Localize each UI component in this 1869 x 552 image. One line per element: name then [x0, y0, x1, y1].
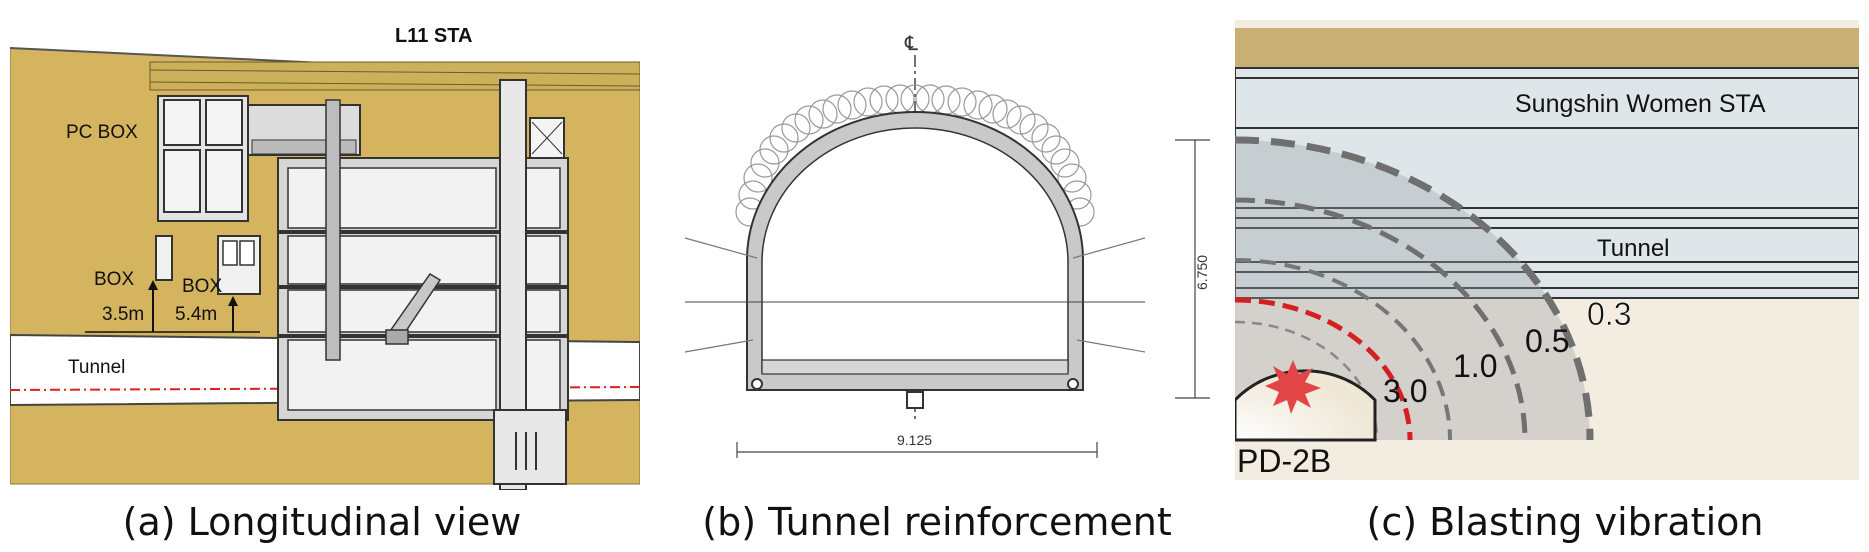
station-label-a: L11 STA — [395, 25, 472, 47]
tunnel-label-a: Tunnel — [68, 357, 125, 378]
contour-label-3-0: 3.0 — [1383, 373, 1427, 409]
contour-label-0-3: 0.3 — [1587, 296, 1631, 332]
surface-layer — [1235, 28, 1859, 68]
panel-longitudinal-view: PC BOX BOX BOX 3.5m 5.4m Tunnel — [10, 0, 640, 490]
contour-0-3 — [1235, 136, 1594, 441]
station-label-c: Sungshin Women STA — [1515, 90, 1766, 118]
height-dim-label: 6.750 — [1194, 255, 1210, 290]
pc-box-structure — [157, 95, 361, 222]
centerline-symbol: ℄ — [904, 33, 918, 55]
caption-c: (c) Blasting vibration — [1366, 500, 1764, 544]
tunnel-section-diagram: ℄ 6.750 — [684, 33, 1210, 458]
drain-pipe — [906, 391, 924, 409]
station-box — [1235, 67, 1859, 209]
contour-1-0 — [1235, 258, 1452, 441]
depth-label-right: 5.4m — [175, 304, 217, 325]
pc-box-label: PC BOX — [66, 122, 138, 143]
tunnel-label-c: Tunnel — [1597, 235, 1670, 262]
caption-b: (b) Tunnel reinforcement — [702, 500, 1172, 544]
contour-label-0-5: 0.5 — [1525, 323, 1569, 359]
panel-blasting-vibration: Sungshin Women STA Tunnel 0.3 0.5 1.0 3.… — [1235, 0, 1859, 490]
box-label-right: BOX — [182, 276, 222, 297]
station-structure — [277, 79, 569, 490]
panel-tunnel-reinforcement: ℄ 6.750 — [665, 0, 1225, 490]
depth-label-left: 3.5m — [102, 304, 144, 325]
contour-label-1-0: 1.0 — [1453, 348, 1497, 384]
blast-star — [1265, 360, 1321, 414]
contour-0-5 — [1235, 197, 1528, 441]
width-dim-label: 9.125 — [897, 432, 932, 448]
longitudinal-diagram: PC BOX BOX BOX 3.5m 5.4m Tunnel — [10, 25, 640, 490]
vibration-zone — [1235, 140, 1590, 440]
caption-a: (a) Longitudinal view — [122, 500, 522, 544]
box-label-left: BOX — [94, 269, 134, 290]
invert-slab — [761, 359, 1069, 375]
source-label: PD-2B — [1237, 443, 1331, 479]
rock-bolts — [684, 237, 1146, 353]
blasting-vibration-diagram: Sungshin Women STA Tunnel 0.3 0.5 1.0 3.… — [1235, 20, 1859, 480]
box-small-left — [155, 235, 173, 281]
contour-red — [1235, 297, 1413, 441]
tunnel-lining-inner — [761, 127, 1069, 373]
